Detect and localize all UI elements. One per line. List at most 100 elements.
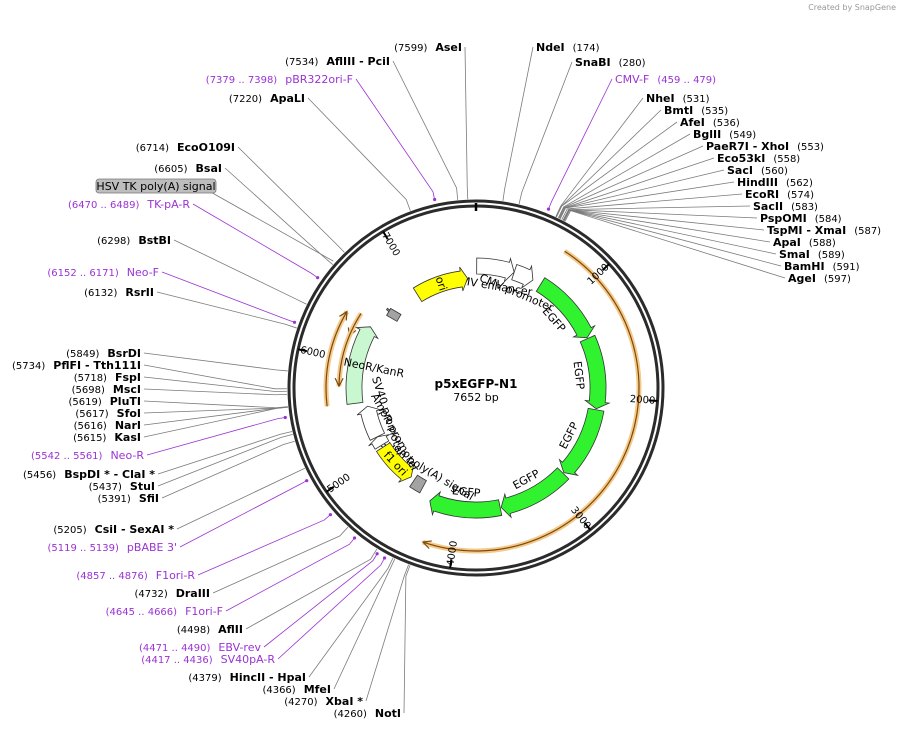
site-label: SacI(560) xyxy=(727,164,788,177)
primer-leader xyxy=(277,557,385,660)
site-label: (5718)FspI xyxy=(74,371,141,384)
leader-lines-layer xyxy=(143,46,786,714)
site-label: (4498)AflII xyxy=(177,623,243,636)
site-leader xyxy=(143,376,288,392)
primer-label: (4417 .. 4436)SV40pA-R xyxy=(141,653,275,666)
site-label: PaeR7I - XhoI(553) xyxy=(706,140,824,153)
feature-arrow xyxy=(368,434,390,450)
site-leader xyxy=(176,467,306,530)
site-leader xyxy=(392,60,459,200)
orf-arrowhead xyxy=(339,310,348,321)
site-label: (4379)HincII - HpaI xyxy=(188,671,306,684)
site-leader xyxy=(224,167,334,265)
site-label: (5617)SfoI xyxy=(75,407,141,420)
feature-arrow xyxy=(375,442,415,483)
site-leader xyxy=(143,364,288,390)
site-label: (5391)SfiI xyxy=(98,492,159,505)
hsv-tk-leader xyxy=(199,185,334,262)
site-label: (5616)NarI xyxy=(74,419,141,432)
center-title: p5xEGFP-N1 7652 bp xyxy=(435,377,518,404)
tick-mark xyxy=(601,263,610,271)
feature-arrow xyxy=(535,277,596,339)
feature-arrow xyxy=(511,264,534,290)
site-leader xyxy=(143,406,289,438)
primer-label: (7379 .. 7398)pBR322ori-F xyxy=(206,73,353,86)
tick-label: 7000 xyxy=(379,231,401,259)
orf-line xyxy=(338,324,355,387)
site-label: BamHI(591) xyxy=(784,260,860,273)
primer-leader xyxy=(355,78,436,200)
site-label: TspMI - XmaI(587) xyxy=(767,224,881,237)
site-leader xyxy=(562,209,758,221)
site-leader xyxy=(143,352,288,372)
site-leader xyxy=(555,97,644,217)
primer-leader xyxy=(263,553,378,648)
plasmid-name: p5xEGFP-N1 xyxy=(435,377,518,391)
tick-mark xyxy=(648,399,658,402)
site-label: EcoRI(574) xyxy=(745,188,814,201)
primer-marker xyxy=(328,513,332,517)
site-label: SacII(583) xyxy=(753,200,818,213)
site-leader xyxy=(464,46,469,200)
site-leader xyxy=(333,558,396,690)
site-label: (6298)BstBI xyxy=(97,234,171,247)
site-leader xyxy=(563,209,765,231)
feature-arrow xyxy=(558,407,605,476)
orf-arrowhead xyxy=(334,377,344,388)
site-label: BglII(549) xyxy=(693,128,756,141)
site-leader xyxy=(563,209,777,255)
site-leader xyxy=(564,210,786,279)
primer-leader xyxy=(161,271,295,323)
primer-leader xyxy=(548,78,613,210)
hsv-tk-label-box xyxy=(95,178,217,194)
primer-marker xyxy=(292,320,297,324)
site-leader xyxy=(556,121,678,218)
orf-arrowhead xyxy=(421,540,432,549)
backbone-outer-ring xyxy=(287,199,665,577)
site-leader xyxy=(563,209,782,267)
primer-leader xyxy=(225,537,355,612)
site-label: (4732)DraIII xyxy=(134,587,210,600)
site-label: ApaI(588) xyxy=(773,236,836,249)
primer-marker xyxy=(433,197,437,202)
site-label: (5205)CsiI - SexAI * xyxy=(53,523,174,536)
plasmid-size: 7652 bp xyxy=(453,391,498,404)
site-label: (5849)BsrDI xyxy=(66,347,141,360)
primer-label: (6152 .. 6171)Neo-F xyxy=(47,266,159,279)
site-label: SmaI(589) xyxy=(779,248,845,261)
hsv-tk-polya-feature xyxy=(386,307,402,322)
tick-mark xyxy=(297,348,308,353)
site-leader xyxy=(307,97,411,211)
site-leader xyxy=(561,193,743,220)
site-label: (7534)AflIII - PciI xyxy=(285,55,390,68)
site-label: (7220)ApaLI xyxy=(229,92,305,105)
feature-arrow xyxy=(476,256,515,284)
feature-label: EGFP xyxy=(451,484,481,500)
primer-label: CMV-F(459 .. 479) xyxy=(615,73,716,86)
site-label: (5615)KasI xyxy=(73,431,141,444)
orf-layer xyxy=(323,249,642,554)
primer-marker xyxy=(316,276,320,280)
orf-line xyxy=(422,250,640,552)
site-leader xyxy=(245,548,378,630)
labels-layer: HSV TK poly(A) signalNdeI(174)SnaBI(280)… xyxy=(12,41,881,720)
primer-leader xyxy=(197,514,331,576)
snapgene-branding: Created by SnapGene xyxy=(808,3,896,12)
primer-marker xyxy=(546,207,551,211)
site-label: AgeI(597) xyxy=(788,272,851,285)
feature-arrow xyxy=(429,490,503,519)
site-label: (6132)RsrII xyxy=(84,286,154,299)
site-leader xyxy=(518,61,573,205)
tick-label: 5000 xyxy=(326,472,353,496)
feature-arrow xyxy=(579,334,611,410)
branding-text: Created by SnapGene xyxy=(808,3,896,12)
site-leader xyxy=(143,400,288,409)
site-label: NdeI(174) xyxy=(536,41,600,54)
site-label: BmtI(535) xyxy=(664,104,728,117)
site-label: (5619)PluTI xyxy=(68,395,141,408)
feature-arrow xyxy=(500,467,570,519)
tick-mark xyxy=(382,230,389,240)
feature-arrow xyxy=(345,326,379,405)
